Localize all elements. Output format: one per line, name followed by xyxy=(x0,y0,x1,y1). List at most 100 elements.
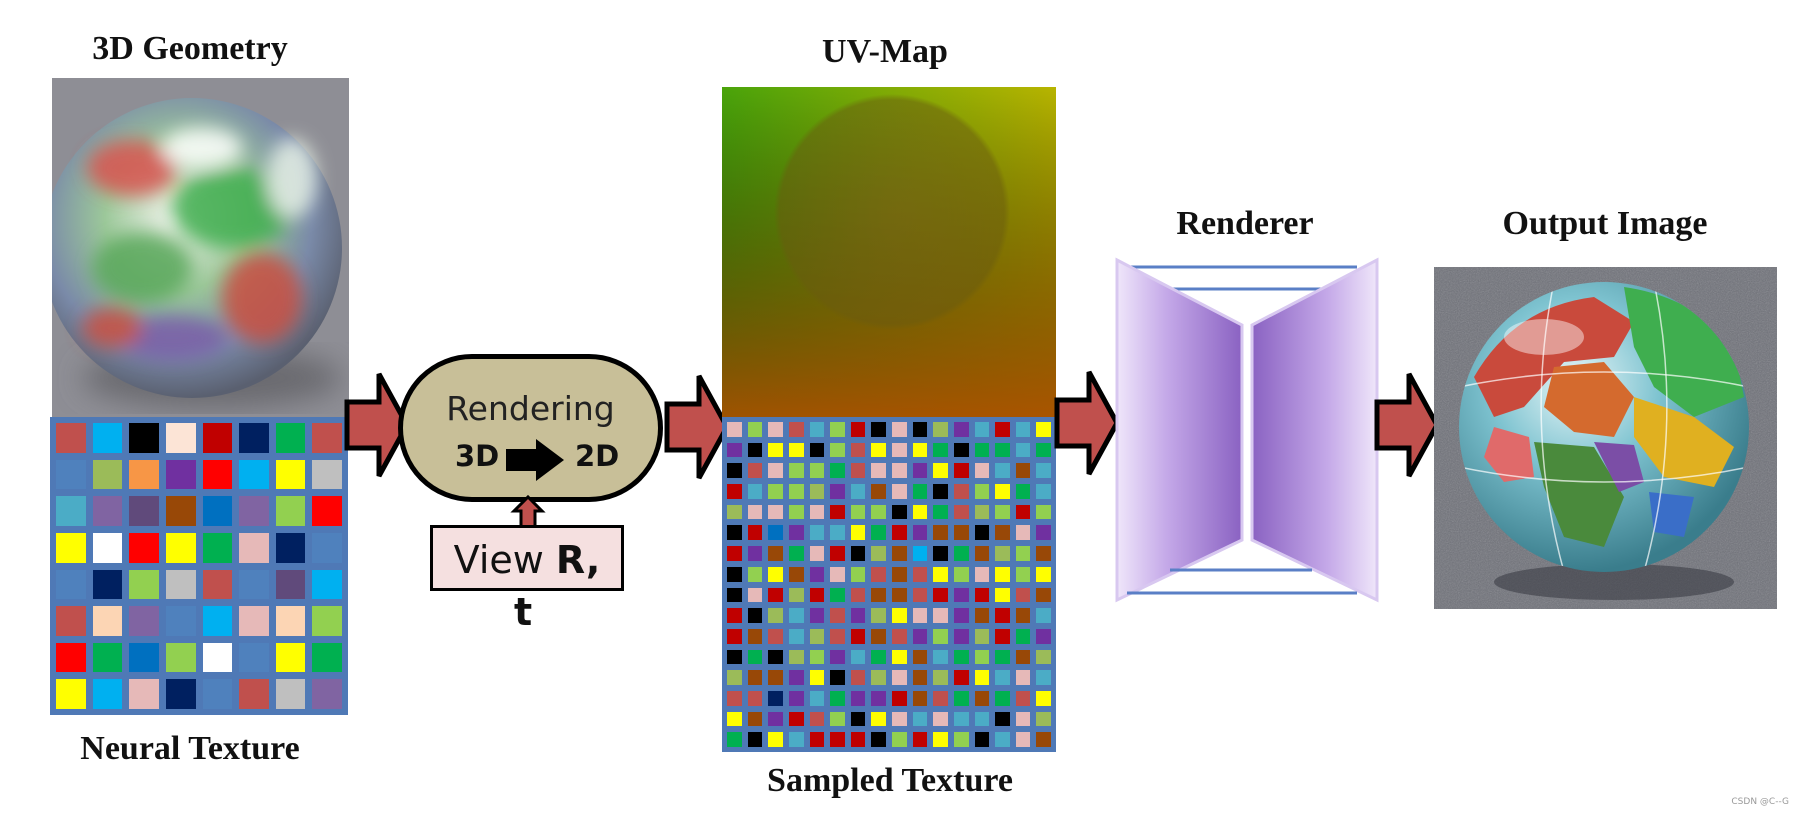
texture-cell xyxy=(202,423,233,453)
sampled-cell xyxy=(788,711,804,727)
sampled-cell xyxy=(892,546,907,561)
sampled-cell xyxy=(1015,670,1031,685)
rendering-to-label: 2D xyxy=(575,439,620,473)
sampled-cell xyxy=(871,649,886,665)
sampled-cell xyxy=(953,649,969,665)
output-image-label: Output Image xyxy=(1502,205,1708,242)
arrow-to-output xyxy=(1374,372,1440,478)
sampled-cell xyxy=(974,608,990,623)
sampled-cell xyxy=(871,711,886,727)
sampled-cell xyxy=(995,504,1010,520)
texture-cell xyxy=(129,679,159,709)
sampled-cell xyxy=(830,608,845,623)
sampled-cell xyxy=(974,525,990,541)
watermark: CSDN @C--G xyxy=(1731,797,1789,807)
neural-texture-grid xyxy=(50,417,348,715)
texture-cell xyxy=(56,679,86,709)
sampled-cell xyxy=(788,566,804,582)
sampled-cell xyxy=(768,484,783,499)
sampled-cell xyxy=(727,587,742,603)
sampled-cell xyxy=(912,525,928,541)
texture-cell xyxy=(92,532,123,563)
sampled-cell xyxy=(912,566,928,582)
sampled-cell xyxy=(1036,587,1051,603)
sampled-cell xyxy=(830,484,845,499)
texture-cell xyxy=(202,532,233,563)
sampled-cell xyxy=(1015,587,1031,603)
texture-cell xyxy=(239,606,269,636)
texture-cell xyxy=(56,606,86,636)
sampled-cell xyxy=(809,690,825,706)
sampled-cell xyxy=(768,504,783,520)
sampled-cell xyxy=(788,546,804,561)
sampled-cell xyxy=(830,463,845,479)
sampled-cell xyxy=(995,525,1010,541)
sampled-cell xyxy=(953,525,969,541)
sampled-cell xyxy=(1036,711,1051,727)
sampled-cell xyxy=(850,628,866,644)
sampled-cell xyxy=(830,525,845,541)
renderer-label: Renderer xyxy=(1176,205,1314,242)
sampled-cell xyxy=(933,649,948,665)
sampled-cell xyxy=(1015,525,1031,541)
sampled-cell xyxy=(727,525,742,541)
sampled-cell xyxy=(768,525,783,541)
right-arrow-icon xyxy=(506,439,564,481)
sampled-cell xyxy=(850,670,866,685)
sampled-cell xyxy=(747,649,763,665)
sampled-cell xyxy=(747,690,763,706)
texture-cell xyxy=(56,569,86,600)
texture-cell xyxy=(92,423,123,453)
sampled-cell xyxy=(912,546,928,561)
sampled-texture-grid xyxy=(722,417,1056,752)
sampled-cell xyxy=(953,484,969,499)
sampled-cell xyxy=(871,442,886,458)
view-text: View R, xyxy=(453,538,601,582)
sampled-cell xyxy=(768,422,783,437)
texture-cell xyxy=(275,532,306,563)
sampled-cell xyxy=(892,566,907,582)
sampled-cell xyxy=(912,649,928,665)
sampled-cell xyxy=(1015,732,1031,747)
sampled-cell xyxy=(727,504,742,520)
sampled-cell xyxy=(892,484,907,499)
sampled-cell xyxy=(995,690,1010,706)
sampled-cell xyxy=(892,732,907,747)
sampled-cell xyxy=(995,670,1010,685)
uv-map-label: UV-Map xyxy=(822,33,948,70)
sampled-cell xyxy=(1036,422,1051,437)
sampled-cell xyxy=(809,608,825,623)
sampled-cell xyxy=(871,628,886,644)
sampled-cell xyxy=(809,525,825,541)
renderer-network-icon xyxy=(1115,257,1379,603)
texture-cell xyxy=(56,642,86,673)
sampled-cell xyxy=(747,608,763,623)
sampled-cell xyxy=(809,546,825,561)
geometry-label: 3D Geometry xyxy=(92,30,288,67)
sampled-cell xyxy=(768,587,783,603)
sampled-cell xyxy=(871,670,886,685)
texture-cell xyxy=(56,532,86,563)
texture-cell xyxy=(275,606,306,636)
sampled-cell xyxy=(871,504,886,520)
sampled-cell xyxy=(727,442,742,458)
sampled-cell xyxy=(1015,690,1031,706)
arrow-to-rendering xyxy=(344,372,410,478)
texture-cell xyxy=(239,532,269,563)
sampled-cell xyxy=(1036,546,1051,561)
sampled-cell xyxy=(747,566,763,582)
sampled-cell xyxy=(747,442,763,458)
sampled-cell xyxy=(995,463,1010,479)
sampled-cell xyxy=(933,422,948,437)
texture-cell xyxy=(312,496,342,526)
sampled-cell xyxy=(974,566,990,582)
texture-cell xyxy=(275,679,306,709)
sampled-cell xyxy=(809,711,825,727)
sampled-cell xyxy=(850,649,866,665)
sampled-cell xyxy=(1036,504,1051,520)
sampled-cell xyxy=(1036,732,1051,747)
sampled-cell xyxy=(892,525,907,541)
sampled-cell xyxy=(892,422,907,437)
sampled-cell xyxy=(768,690,783,706)
sampled-cell xyxy=(830,711,845,727)
